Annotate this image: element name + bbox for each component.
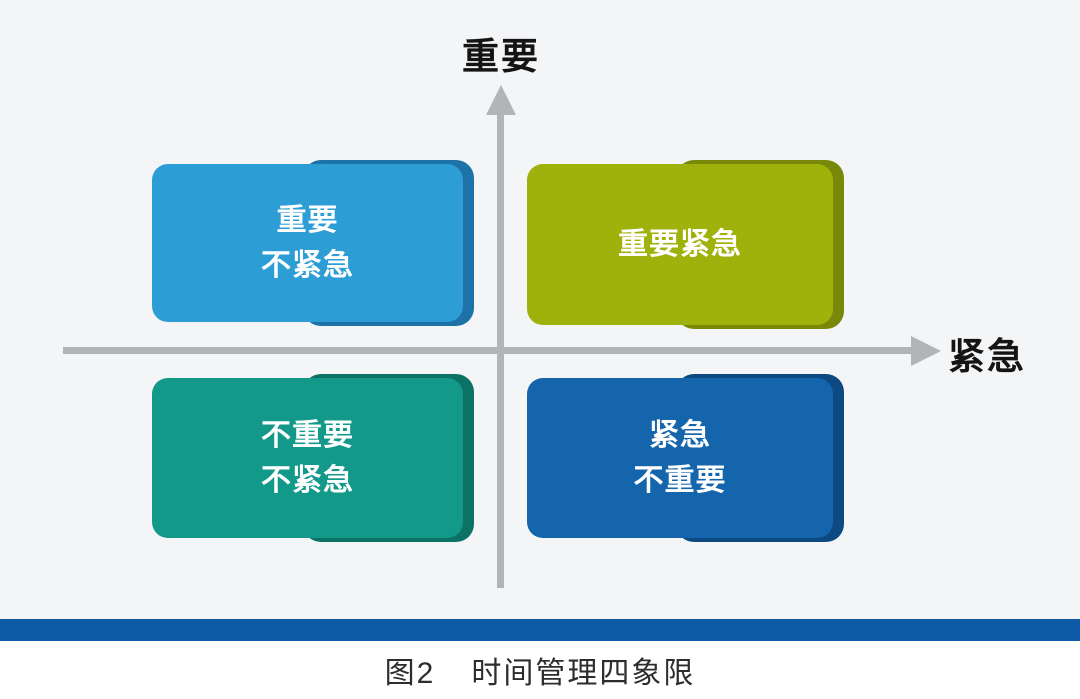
quadrant-label: 重要紧急 — [618, 228, 742, 261]
figure-caption: 图2 时间管理四象限 — [0, 641, 1080, 699]
quadrant-label: 重要 不紧急 — [261, 204, 354, 282]
diagram-canvas: 重要 紧急 重要 不紧急 重要紧急 不重要 不紧急 — [0, 0, 1080, 619]
quadrant-face: 紧急 不重要 — [527, 378, 833, 538]
quadrant-important-not-urgent: 重要 不紧急 — [152, 160, 474, 326]
quadrant-face: 重要紧急 — [527, 164, 833, 325]
figure-caption-title: 时间管理四象限 — [471, 657, 696, 690]
quadrant-urgent-not-important: 紧急 不重要 — [527, 374, 844, 542]
y-axis-label: 重要 — [462, 36, 540, 77]
x-axis-line — [63, 347, 913, 354]
divider-bar — [0, 619, 1080, 641]
quadrant-label: 不重要 不紧急 — [261, 419, 354, 497]
quadrant-face: 不重要 不紧急 — [152, 378, 463, 538]
figure-caption-number: 图2 — [384, 657, 436, 690]
quadrant-important-urgent: 重要紧急 — [527, 160, 844, 329]
quadrant-face: 重要 不紧急 — [152, 164, 463, 322]
quadrant-not-important-not-urgent: 不重要 不紧急 — [152, 374, 474, 542]
x-axis-label: 紧急 — [948, 336, 1026, 377]
quadrant-label: 紧急 不重要 — [633, 419, 727, 497]
x-axis-arrowhead-icon — [911, 336, 941, 366]
